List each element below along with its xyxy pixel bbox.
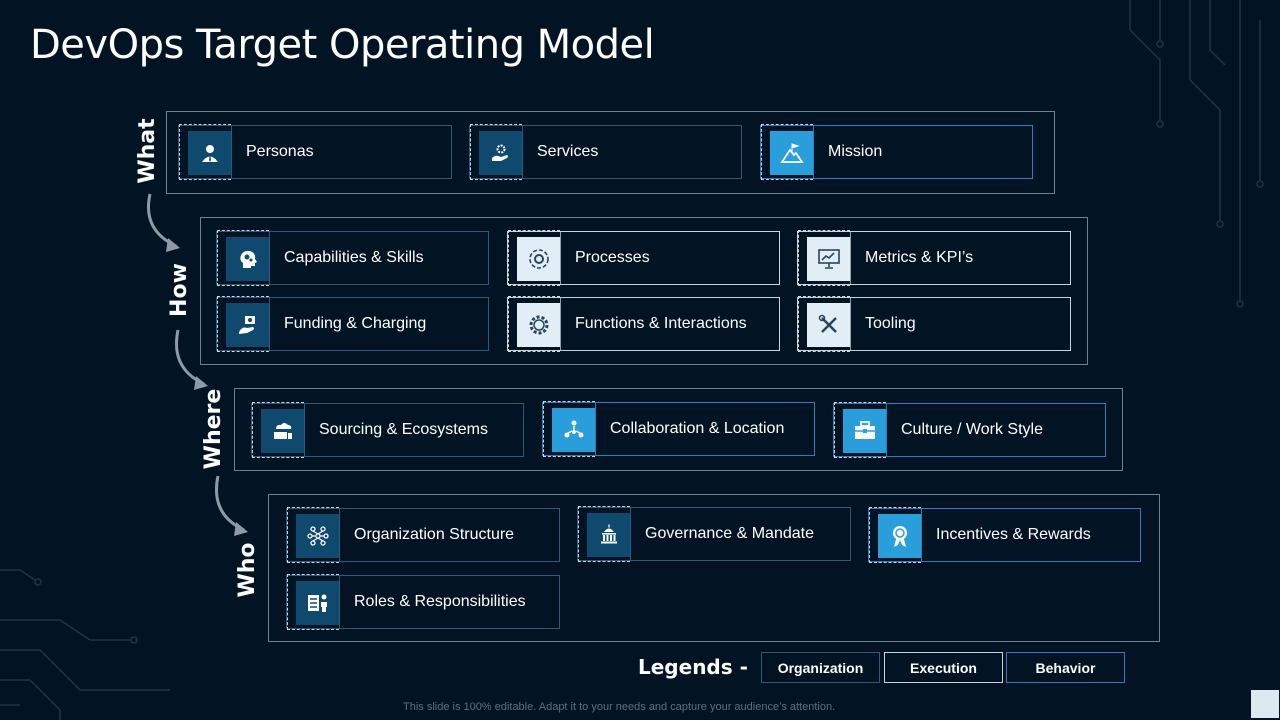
person-checklist-icon <box>295 581 340 625</box>
card-incentives-rewards[interactable]: Incentives & Rewards <box>868 507 1141 563</box>
card-label: Culture / Work Style <box>901 421 1043 438</box>
person-icon <box>187 131 232 175</box>
group-label-where: Where <box>201 388 226 470</box>
legend-title: Legends - <box>638 655 748 679</box>
legend-behavior: Behavior <box>1006 652 1125 683</box>
card-personas[interactable]: Personas <box>178 124 452 180</box>
presentation-chart-icon <box>806 237 851 281</box>
card-tooling[interactable]: Tooling <box>797 296 1071 352</box>
card-label: Governance & Mandate <box>645 525 814 542</box>
award-ribbon-icon <box>877 514 922 558</box>
card-label: Mission <box>828 143 883 160</box>
process-cycle-icon <box>516 237 561 281</box>
card-mission[interactable]: Mission <box>760 124 1033 180</box>
card-processes[interactable]: Processes <box>507 230 780 286</box>
gear-icon <box>516 303 561 347</box>
head-gears-icon <box>225 237 270 281</box>
legend-organization: Organization <box>761 652 880 683</box>
group-who <box>268 494 1160 642</box>
footer-note: This slide is 100% editable. Adapt it to… <box>403 701 836 713</box>
card-label: Personas <box>246 143 314 160</box>
card-label: Funding & Charging <box>284 315 427 332</box>
government-building-icon <box>586 513 631 557</box>
card-collaboration-location[interactable]: Collaboration & Location <box>542 401 815 457</box>
page-title: DevOps Target Operating Model <box>30 22 655 68</box>
card-roles-responsibilities[interactable]: Roles & Responsibilities <box>286 574 560 630</box>
card-label: Sourcing & Ecosystems <box>319 421 488 438</box>
card-services[interactable]: Services <box>469 124 742 180</box>
card-capabilities-skills[interactable]: Capabilities & Skills <box>216 230 489 286</box>
tools-icon <box>806 303 851 347</box>
card-label: Processes <box>575 249 650 266</box>
card-metrics-kpis[interactable]: Metrics & KPI’s <box>797 230 1071 286</box>
org-chart-icon <box>295 514 340 558</box>
card-label: Tooling <box>865 315 916 332</box>
card-label: Metrics & KPI’s <box>865 249 974 266</box>
card-label: Capabilities & Skills <box>284 249 424 266</box>
card-funding-charging[interactable]: Funding & Charging <box>216 296 489 352</box>
group-what <box>166 111 1055 194</box>
card-organization-structure[interactable]: Organization Structure <box>286 507 560 563</box>
circuit-decoration-bottom-left <box>0 569 170 720</box>
card-label: Collaboration & Location <box>610 420 785 437</box>
card-label: Services <box>537 143 599 160</box>
people-network-icon <box>551 408 596 452</box>
group-label-who: Who <box>235 542 260 598</box>
curved-arrow-icon <box>175 329 208 390</box>
card-label: Functions & Interactions <box>575 315 747 332</box>
card-label: Incentives & Rewards <box>936 526 1091 543</box>
briefcase-icon <box>842 409 887 453</box>
hand-gear-icon <box>478 131 523 175</box>
group-where <box>234 388 1123 471</box>
card-sourcing-ecosystems[interactable]: Sourcing & Ecosystems <box>251 402 524 458</box>
legend-execution: Execution <box>884 652 1003 683</box>
circuit-decoration-top-right <box>1129 0 1264 308</box>
curved-arrow-icon <box>147 193 180 252</box>
card-functions-interactions[interactable]: Functions & Interactions <box>507 296 780 352</box>
group-how <box>200 217 1088 365</box>
curved-arrow-icon <box>215 475 248 536</box>
card-culture-work-style[interactable]: Culture / Work Style <box>833 402 1106 458</box>
card-label: Organization Structure <box>354 526 515 543</box>
card-label: Roles & Responsibilities <box>354 593 526 610</box>
corner-square <box>1251 690 1279 718</box>
mountain-flag-icon <box>769 131 814 175</box>
card-governance-mandate[interactable]: Governance & Mandate <box>577 506 851 562</box>
cloud-server-icon <box>260 409 305 453</box>
group-label-how: How <box>167 263 192 317</box>
money-hand-icon <box>225 303 270 347</box>
